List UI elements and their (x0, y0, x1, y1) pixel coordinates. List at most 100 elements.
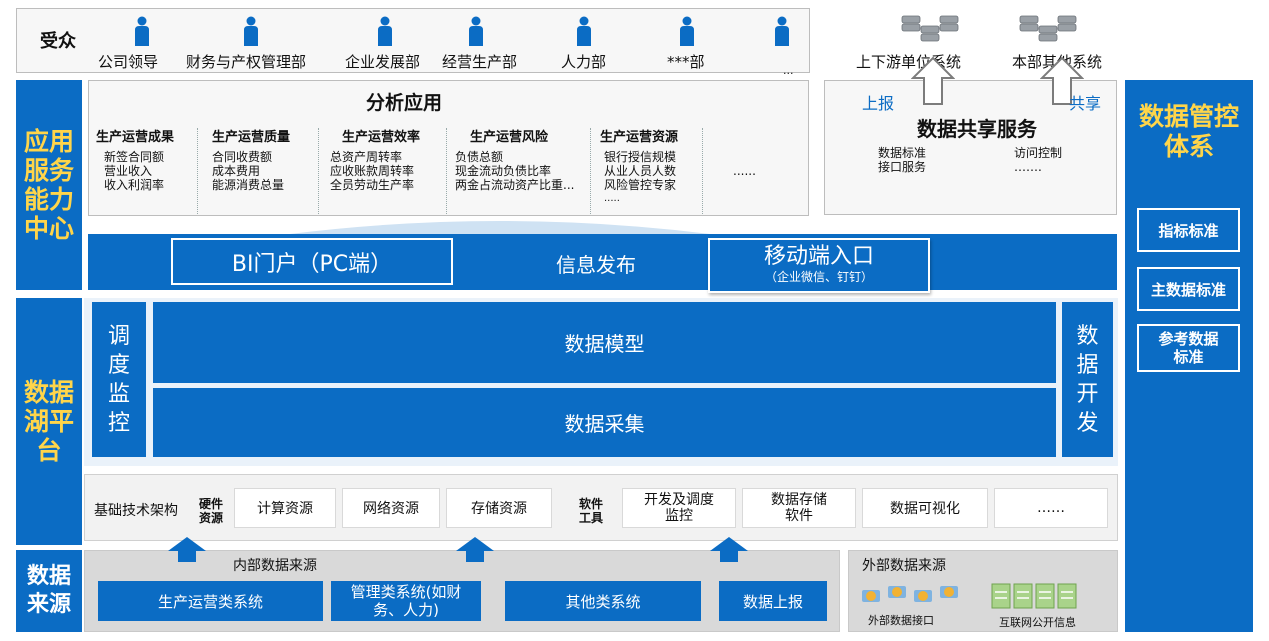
column-item: 合同收费额 (212, 150, 273, 164)
infra-cell: …… (994, 488, 1108, 528)
mobile-entry-title: 移动端入口 (763, 244, 874, 269)
governance-item-label: 指标标准 (1158, 221, 1219, 240)
infra-cell: 数据可视化 (862, 488, 988, 528)
arrow-stem (720, 550, 738, 562)
data-collection-label: 数据采集 (564, 412, 645, 436)
source-system-label: 生产运营类系统 (157, 592, 263, 611)
governance-item-button[interactable]: 指标标准 (1136, 207, 1241, 253)
infra-cell-label: 存储资源 (471, 501, 527, 517)
source-system-label: 其他类系统 (565, 592, 641, 611)
bi-portal-button[interactable]: BI门户（PC端） (171, 238, 453, 285)
internal-sources-title: 内部数据来源 (233, 558, 317, 574)
info-publish-label: 信息发布 (556, 253, 636, 277)
infra-cell-label: 计算资源 (257, 501, 313, 517)
sharing-item: 接口服务 (878, 160, 927, 174)
external-source-label: 互联网公开信息 (999, 616, 1076, 629)
person-icon (577, 16, 591, 46)
column-item: 能源消费总量 (212, 178, 285, 192)
analysis-panel (88, 80, 809, 216)
audience-label: 企业发展部 (345, 53, 421, 71)
lake-side: 数据湖平台 (16, 298, 82, 545)
data-dev-label: 数据开发 (1076, 323, 1099, 436)
infra-cell-label: 开发及调度监控 (644, 492, 714, 524)
audience-title: 受众 (40, 31, 76, 52)
sharing-right-items: 访问控制 ……. (1014, 146, 1062, 174)
data-model-label: 数据模型 (564, 332, 645, 356)
column-item: 银行授信规模 (604, 150, 677, 164)
column-item: ..... (604, 193, 620, 204)
scheduling-label: 调度监控 (107, 323, 130, 436)
data-dev-box[interactable]: 数据开发 (1062, 302, 1113, 457)
audience-label: 经营生产部 (442, 53, 518, 71)
column-divider (446, 128, 447, 214)
mobile-entry-button[interactable]: 移动端入口 （企业微信、钉钉） (708, 238, 930, 293)
up-arrow-icon (1040, 56, 1084, 105)
person-icon (135, 16, 149, 46)
column-item: 从业人员人数 (604, 164, 677, 178)
column-items: 负债总额 现金流动负债比率 两金占流动资产比重... (455, 150, 574, 192)
source-system-button[interactable]: 数据上报 (719, 581, 827, 621)
column-item: 成本费用 (212, 164, 261, 178)
column-item: 应收账款周转率 (330, 164, 415, 178)
column-item: 全员劳动生产率 (330, 178, 415, 192)
column-title: 生产运营风险 (470, 130, 549, 145)
column-item: 营业收入 (104, 164, 153, 178)
sources-title: 数据来源 (26, 564, 71, 617)
column-item: 收入利润率 (104, 178, 165, 192)
governance-item-button[interactable]: 主数据标准 (1136, 266, 1241, 312)
column-divider (590, 128, 591, 214)
person-icon (775, 16, 789, 46)
sharing-left-items: 数据标准 接口服务 (878, 146, 926, 174)
column-item: 两金占流动资产比重... (455, 178, 575, 192)
arrow-stem (178, 550, 196, 562)
audience-label: 财务与产权管理部 (186, 53, 307, 71)
up-arrow-icon (911, 56, 955, 105)
up-arrow-icon (710, 537, 748, 551)
infra-cell: 开发及调度监控 (622, 488, 736, 528)
external-sources-title: 外部数据来源 (862, 558, 946, 574)
audience-more: ... (783, 64, 794, 77)
app-layer-side: 应用服务能力中心 (16, 80, 82, 290)
scheduling-box[interactable]: 调度监控 (92, 302, 146, 457)
data-model-box[interactable]: 数据模型 (153, 302, 1056, 383)
column-title: 生产运营资源 (600, 130, 679, 145)
data-collection-box[interactable]: 数据采集 (153, 388, 1056, 457)
analysis-more: ...... (733, 164, 756, 178)
column-items: 新签合同额 营业收入 收入利润率 (104, 150, 164, 192)
column-item: 负债总额 (455, 150, 504, 164)
up-arrow-icon (456, 537, 494, 551)
column-item: 总资产周转率 (330, 150, 403, 164)
governance-item-button[interactable]: 参考数据标准 (1136, 323, 1241, 373)
person-icon (680, 16, 694, 46)
person-icon (469, 16, 483, 46)
triangle-connector (290, 221, 710, 234)
source-system-button[interactable]: 生产运营类系统 (98, 581, 323, 621)
column-items: 银行授信规模 从业人员人数 风险管控专家 ..... (604, 150, 676, 206)
column-item: 现金流动负债比率 (455, 164, 552, 178)
audience-label: 人力部 (561, 53, 607, 71)
source-system-button[interactable]: 其他类系统 (505, 581, 701, 621)
column-item: 风险管控专家 (604, 178, 677, 192)
infra-cell-label: 数据存储软件 (771, 492, 827, 524)
infra-cell: 存储资源 (446, 488, 552, 528)
publish-band (88, 234, 1117, 290)
sharing-item: 数据标准 (878, 146, 927, 160)
column-title: 生产运营质量 (212, 130, 291, 145)
column-title: 生产运营成果 (96, 130, 175, 145)
arrow-stem (466, 550, 484, 562)
governance-title: 数据管控体系 (1138, 102, 1239, 161)
analysis-title: 分析应用 (366, 92, 443, 114)
source-system-button[interactable]: 管理类系统(如财务、人力) (331, 581, 481, 621)
external-interface-icon (862, 586, 958, 602)
sources-side: 数据来源 (16, 550, 82, 632)
share-label: 共享 (1069, 94, 1102, 113)
audience-label: 公司领导 (98, 53, 159, 71)
column-divider (318, 128, 319, 214)
infra-cell-label: 数据可视化 (890, 501, 960, 517)
document-icon (991, 583, 1077, 609)
software-label: 软件工具 (579, 497, 604, 525)
mobile-entry-subtitle: （企业微信、钉钉） (764, 270, 873, 284)
sharing-item: 访问控制 (1014, 146, 1063, 160)
infra-cell-label: …… (1037, 500, 1065, 516)
column-items: 总资产周转率 应收账款周转率 全员劳动生产率 (330, 150, 414, 192)
